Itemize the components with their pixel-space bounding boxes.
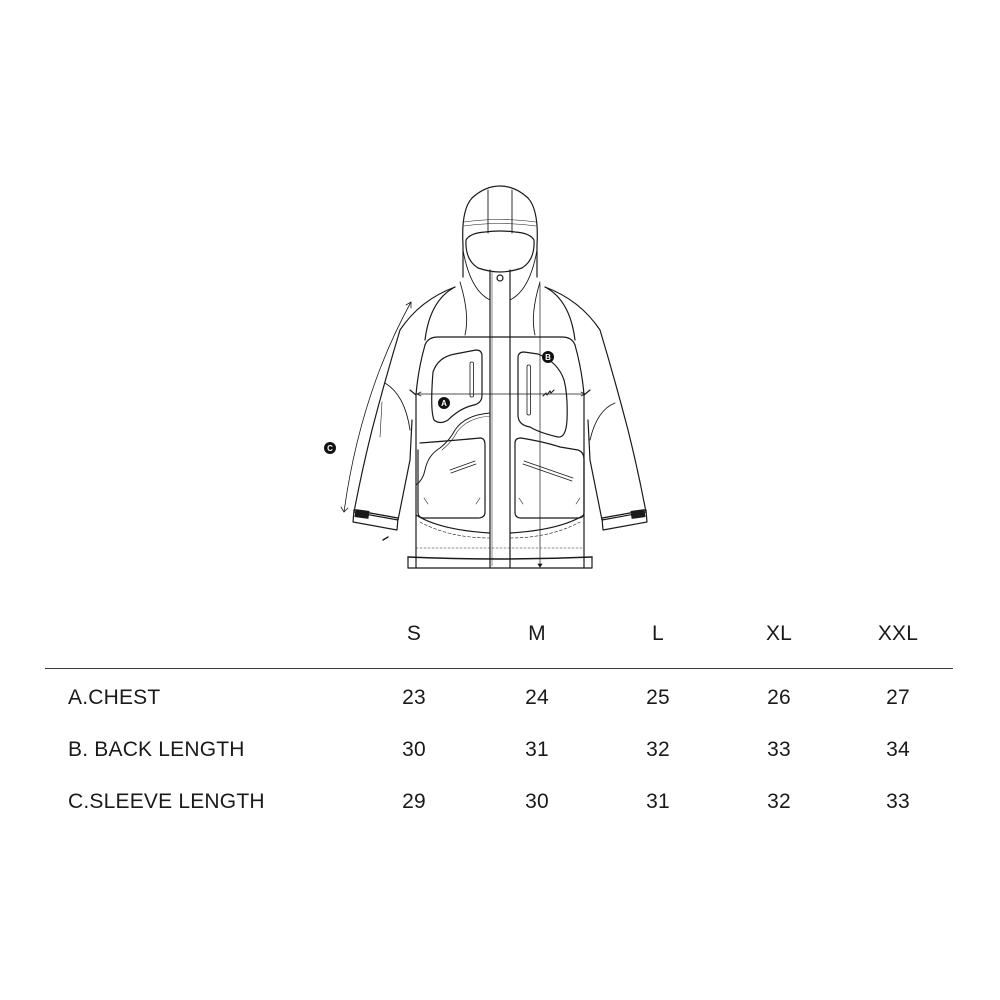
- jacket-body: [407, 281, 593, 569]
- lower-left-pocket: [417, 437, 486, 519]
- table-cell: 32: [767, 790, 791, 813]
- marker-a: A: [438, 397, 450, 409]
- table-cell: 33: [767, 738, 791, 761]
- hood: [462, 185, 538, 301]
- svg-text:C: C: [327, 444, 333, 453]
- table-cell: 24: [525, 686, 549, 709]
- table-cell: 30: [402, 738, 426, 761]
- upper-left-zipper: [469, 361, 474, 398]
- header-divider: [45, 668, 953, 669]
- brand-logo: [542, 389, 555, 397]
- table-cell: 26: [767, 686, 791, 709]
- column-header-m: M: [528, 622, 546, 645]
- column-header-l: L: [652, 622, 664, 645]
- column-header-xl: XL: [765, 622, 793, 645]
- right-cuff-tab: [630, 509, 646, 519]
- table-cell: 32: [646, 738, 670, 761]
- table-cell: 34: [886, 738, 910, 761]
- table-cell: 30: [525, 790, 549, 813]
- table-cell: 29: [402, 790, 426, 813]
- upper-right-zipper: [526, 364, 531, 416]
- zipper-placket: [489, 269, 511, 569]
- table-cell: 25: [646, 686, 670, 709]
- table-cell: 31: [646, 790, 670, 813]
- table-cell: 31: [525, 738, 549, 761]
- column-header-xxl: XXL: [877, 622, 919, 645]
- table-cell: 27: [886, 686, 910, 709]
- jacket-diagram: A B C: [324, 185, 648, 569]
- right-sleeve: [544, 286, 648, 531]
- upper-left-pocket: [415, 349, 491, 486]
- svg-text:B: B: [545, 353, 551, 362]
- chest-measure-line: [416, 391, 586, 397]
- table-cell: 33: [886, 790, 910, 813]
- row-label: C.SLEEVE LENGTH: [68, 790, 265, 813]
- row-label: B. BACK LENGTH: [68, 738, 245, 761]
- size-table: S M L XL XXL A.CHEST 23 24 25 26 27 B. B…: [0, 600, 1000, 860]
- marker-b: B: [542, 351, 554, 363]
- svg-text:A: A: [441, 399, 447, 408]
- column-header-s: S: [406, 622, 422, 645]
- table-cell: 23: [402, 686, 426, 709]
- left-cuff-tab: [354, 509, 370, 519]
- lower-right-pocket: [514, 437, 585, 519]
- upper-right-pocket: [517, 351, 568, 438]
- snap-button: [496, 274, 504, 282]
- back-length-measure-line: [537, 283, 543, 568]
- left-sleeve: [352, 286, 456, 541]
- row-label: A.CHEST: [68, 686, 161, 709]
- marker-c: C: [324, 442, 336, 454]
- sleeve-length-dimension: [340, 301, 412, 513]
